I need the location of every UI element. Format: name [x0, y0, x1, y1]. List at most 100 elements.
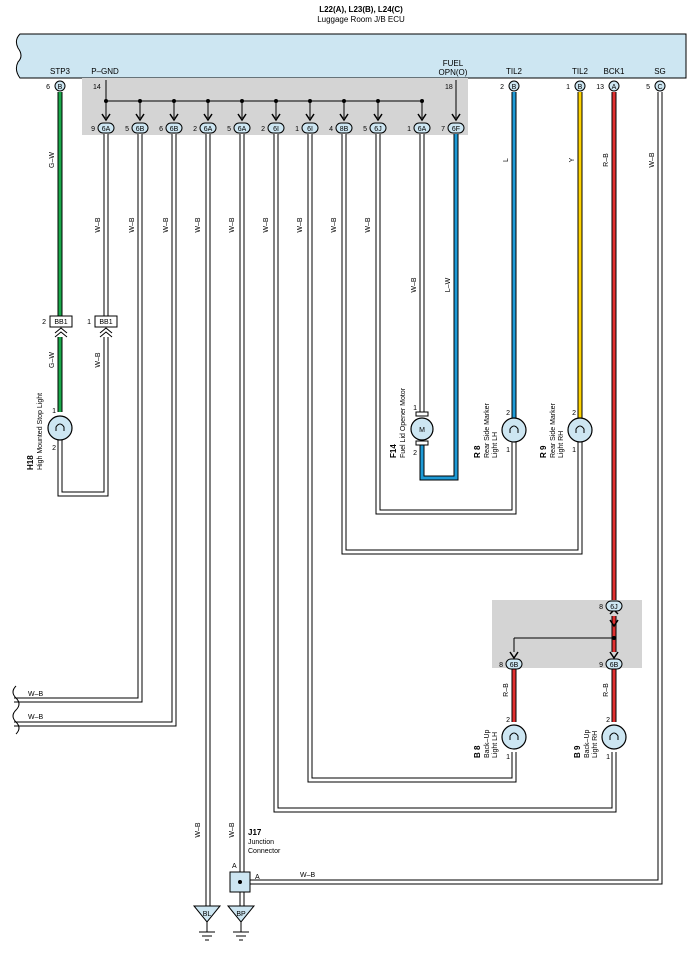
wire-label-gw-1: G–W: [49, 152, 56, 168]
wire-label-wb-motor: W–B: [411, 277, 418, 293]
backup-jb-conn: [605, 600, 623, 612]
jb-conn-label: 6J: [374, 126, 381, 133]
jb-conn: [447, 122, 465, 134]
wire-label-wb-9: W–B: [365, 217, 372, 233]
terminal-fuel-opn: OPN(O): [439, 68, 468, 77]
bus-junction-dot: [104, 99, 108, 103]
wire-fill: [342, 134, 582, 554]
jb-arrow: [101, 113, 111, 122]
jb-arrow: [373, 113, 383, 122]
jb-arrow: [417, 113, 427, 122]
f14-name: Fuel Lid Opener Motor: [400, 387, 407, 458]
jb-arrow: [203, 113, 213, 122]
jb-conn-label: 6A: [204, 126, 213, 133]
wire-label-wb-2: W–B: [129, 217, 136, 233]
jb-arrow: [135, 113, 145, 122]
ecu-box: [15, 33, 687, 79]
bus-junction-dot: [420, 99, 424, 103]
svg-text:6B: 6B: [610, 662, 619, 669]
svg-text:1: 1: [572, 447, 576, 454]
jb-pin-label: 4: [329, 126, 333, 133]
terminal-bck1: BCK1: [604, 67, 625, 76]
jb-pin-label: 9: [91, 126, 95, 133]
high-mounted-stop-light: 12: [47, 408, 73, 452]
wire-labels: G–W W–B W–B W–B W–B W–B W–B W–B W–B W–B …: [28, 152, 656, 879]
b9-name1: Back–Up: [584, 729, 591, 758]
conn-stp3-label: B: [58, 84, 63, 91]
jb-pin-label: 5: [227, 126, 231, 133]
bus-junction-dot: [342, 99, 346, 103]
jb-pin-label: 2: [193, 126, 197, 133]
wire-label-rb-3: R–B: [603, 683, 610, 697]
wire-label-wb-bl: W–B: [195, 822, 202, 838]
jb-conn: [131, 122, 149, 134]
wire-label-wb-5: W–B: [229, 217, 236, 233]
wire-label-gw-2: G–W: [49, 352, 56, 368]
r8-code: R 8: [473, 445, 482, 458]
conn-til2-a-label: B: [512, 84, 517, 91]
wire-label-wb-left1: W–B: [28, 691, 44, 698]
jb-conn-label: 6I: [307, 126, 313, 133]
jb-pin-label: 1: [407, 126, 411, 133]
r8-name2: Light LH: [492, 432, 499, 458]
svg-text:2: 2: [506, 410, 510, 417]
conn-sg: [654, 80, 666, 92]
svg-text:2: 2: [606, 717, 610, 724]
jb-conn: [165, 122, 183, 134]
rear-side-marker-rh: 21: [567, 410, 593, 454]
jb-pin-label: 5: [363, 126, 367, 133]
jb-conn: [267, 122, 285, 134]
wire: [273, 134, 617, 813]
conn-stp3: [54, 80, 66, 92]
jb-conn-label: 6A: [238, 126, 247, 133]
j17-name2: Connector: [248, 848, 281, 855]
bus-junction-dot: [172, 99, 176, 103]
j17-pin-top: A: [232, 863, 237, 870]
svg-text:2: 2: [413, 450, 417, 457]
pin-sg: 5: [646, 84, 650, 91]
jb-arrow: [271, 113, 281, 122]
jb-conn-label: 6A: [418, 126, 427, 133]
ecu-codes: L22(A), L23(B), L24(C): [319, 5, 403, 14]
svg-text:2: 2: [506, 717, 510, 724]
wire-fill: [308, 134, 516, 782]
jb-pin-label: 5: [125, 126, 129, 133]
b8-name1: Back–Up: [484, 729, 491, 758]
pin-bck1: 13: [596, 84, 604, 91]
jb-conn: [233, 122, 251, 134]
jb-conn: [199, 122, 217, 134]
jb-arrow: [339, 113, 349, 122]
wire-fill: [274, 134, 616, 812]
conn-til2-b-label: B: [578, 84, 583, 91]
component-labels: H18 High Mounted Stop Light F14 Fuel Lid…: [26, 387, 599, 855]
pin-fuel: 18: [445, 84, 453, 91]
bus-junction-dot: [240, 99, 244, 103]
jb-conn: [335, 122, 353, 134]
wire-label-wb-bb1: W–B: [95, 352, 102, 368]
wire-label-wb-j17: W–B: [300, 872, 316, 879]
pin-til2-b: 1: [566, 84, 570, 91]
jb-conn-label: 6B: [136, 126, 145, 133]
jb-pin-label: 2: [261, 126, 265, 133]
svg-text:2: 2: [52, 445, 56, 452]
r9-name2: Light RH: [558, 431, 565, 458]
back-up-light-lh: 21: [501, 717, 527, 761]
svg-text:1: 1: [413, 405, 417, 412]
conn-bck1: [608, 80, 620, 92]
wire-label-wb-3: W–B: [163, 217, 170, 233]
svg-text:1: 1: [52, 408, 56, 415]
wire-label-wb-8: W–B: [331, 217, 338, 233]
conn-til2-a: [508, 80, 520, 92]
bus-junction-dot: [274, 99, 278, 103]
ground-bl: BL: [203, 911, 212, 918]
terminal-pgnd: P–GND: [91, 67, 119, 76]
bus-junction-dot: [206, 99, 210, 103]
back-up-light-rh: 21: [601, 717, 627, 761]
wire-label-wb-left2: W–B: [28, 714, 44, 721]
bus-junction-dot: [138, 99, 142, 103]
svg-text:6J: 6J: [610, 604, 617, 611]
pin-til2-a: 2: [500, 84, 504, 91]
bus-junction-dot: [376, 99, 380, 103]
